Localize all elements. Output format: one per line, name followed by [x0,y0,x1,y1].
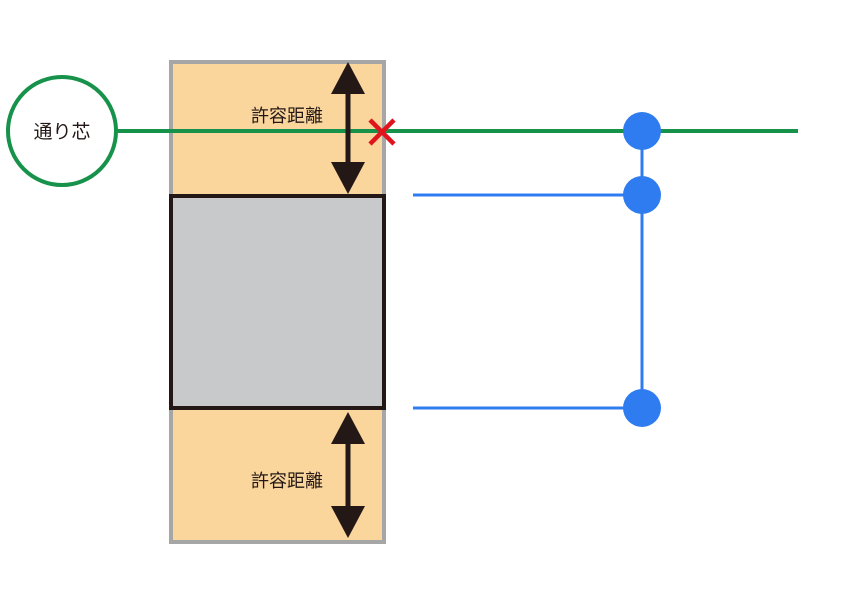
node-bottom [623,389,661,427]
tolerance-label-top: 許容距離 [251,106,323,127]
dimension-arrow-bottom [331,412,365,538]
x-cross-icon [368,118,396,146]
tolerance-label-bottom: 許容距離 [251,471,323,492]
grid-axis-label: 通り芯 [33,121,90,143]
node-top [623,176,661,214]
dimension-arrow-top [331,62,365,194]
member-box [169,194,386,410]
grid-axis-circle-icon [6,75,118,187]
node-grid-intersection [623,112,661,150]
